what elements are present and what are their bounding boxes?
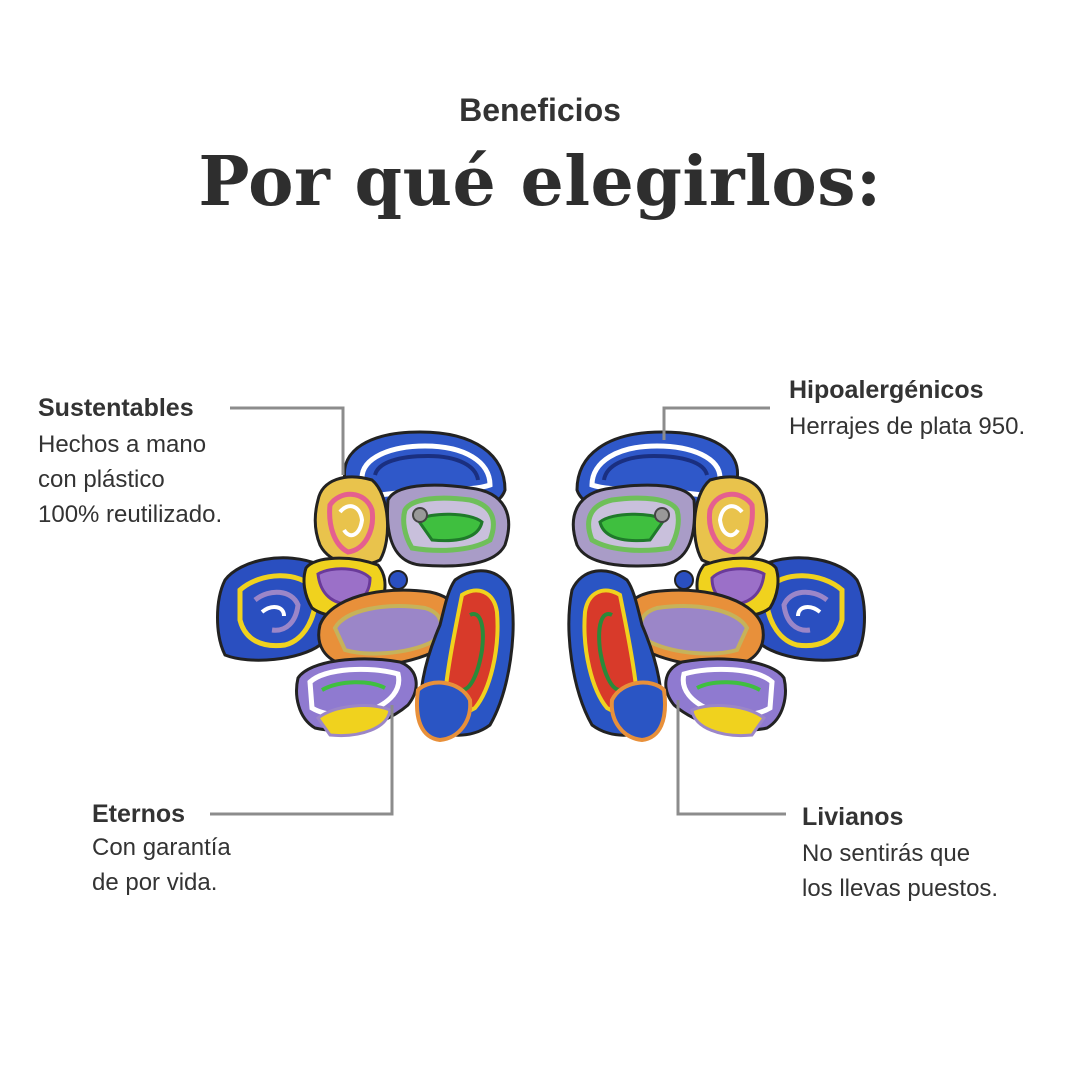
- connector-hipoalergenicos: [662, 406, 770, 440]
- right-earring-image: [567, 430, 866, 743]
- benefit-livianos: Livianos No sentirás que los llevas pues…: [802, 801, 998, 906]
- connector-livianos: [676, 700, 786, 816]
- connector-sustentables: [230, 406, 345, 475]
- benefit-eternos: Eternos Con garantía de por vida.: [92, 798, 231, 900]
- benefit-eternos-body: Con garantía de por vida.: [92, 834, 231, 896]
- benefit-sustentables-title: Sustentables: [38, 394, 194, 422]
- benefit-hipoalergenicos: Hipoalergénicos Herrajes de plata 950.: [789, 374, 1025, 444]
- left-earring-image: [216, 430, 515, 743]
- benefit-hipoalergenicos-title: Hipoalergénicos: [789, 376, 984, 404]
- benefit-livianos-body: No sentirás que los llevas puestos.: [802, 840, 999, 902]
- benefit-livianos-title: Livianos: [802, 803, 904, 831]
- section-eyebrow: Beneficios: [459, 92, 621, 128]
- benefit-eternos-title: Eternos: [92, 800, 186, 828]
- benefit-sustentables: Sustentables Hechos a mano con plástico …: [38, 392, 222, 532]
- page-title: Por qué elegirlos:: [198, 142, 882, 222]
- connector-eternos: [210, 705, 394, 816]
- benefit-sustentables-body: Hechos a mano con plástico 100% reutiliz…: [38, 431, 223, 528]
- benefit-hipoalergenicos-body: Herrajes de plata 950.: [789, 413, 1026, 440]
